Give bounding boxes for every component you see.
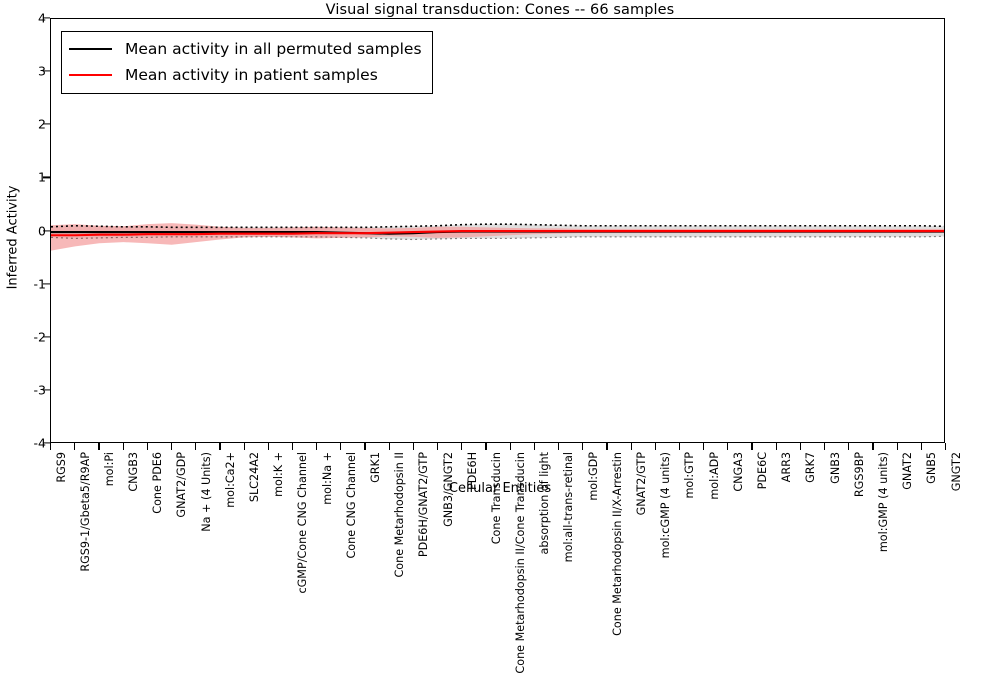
x-tick-label: GRK1 (368, 452, 382, 483)
x-tick-mark (509, 443, 511, 450)
y-tick-mark (43, 176, 50, 178)
y-tick-label: 3 (6, 64, 46, 79)
patient-mean-line (51, 229, 944, 237)
y-tick-mark (43, 70, 50, 72)
x-tick-mark (412, 443, 415, 450)
x-tick-label: ARR3 (780, 452, 794, 483)
legend-label: Mean activity in patient samples (125, 66, 378, 84)
x-tick-mark (654, 443, 656, 450)
x-tick-label: PDE6H/GNAT2/GTP (417, 452, 431, 558)
x-tick-mark (219, 443, 221, 450)
x-tick-mark (703, 443, 705, 450)
legend-item[interactable]: Mean activity in patient samples (69, 62, 422, 88)
x-tick-mark (630, 443, 632, 450)
x-tick-mark (872, 443, 874, 450)
x-tick-mark (122, 443, 124, 450)
x-tick-label: Cone Metarhodopsin II/X-Arrestin (610, 452, 624, 636)
x-tick-label: Cone CNG Channel (344, 452, 358, 559)
x-tick-mark (243, 443, 245, 450)
x-tick-mark (775, 443, 777, 450)
patient-confidence-band (51, 223, 944, 251)
legend-label: Mean activity in all permuted samples (125, 40, 422, 58)
legend-line-swatch (69, 74, 112, 76)
x-tick-label: mol:Ca2+ (223, 452, 237, 508)
x-tick-label: GRK7 (804, 452, 818, 483)
x-tick-label: Cone Metarhodopsin II (393, 452, 407, 578)
y-tick-label: -3 (33, 382, 46, 398)
x-tick-mark (848, 443, 850, 450)
x-tick-mark (364, 443, 366, 450)
x-tick-mark (582, 443, 584, 450)
x-tick-mark (799, 443, 802, 450)
y-tick-label: -2 (33, 329, 46, 345)
x-tick-mark (485, 443, 487, 450)
y-tick-label: 4 (6, 11, 46, 26)
legend-item[interactable]: Mean activity in all permuted samples (69, 36, 422, 62)
x-tick-label: Cone Transducin (489, 452, 503, 545)
x-tick-mark (557, 443, 560, 450)
x-tick-label: mol:cGMP (4 units) (659, 452, 673, 559)
x-tick-mark (920, 443, 922, 450)
x-tick-mark (388, 443, 390, 450)
x-tick-mark (74, 443, 76, 450)
chart-title: Visual signal transduction: Cones -- 66 … (325, 2, 675, 18)
x-tick-mark (195, 443, 197, 450)
y-tick-label: -1 (33, 276, 46, 292)
x-tick-mark (533, 443, 535, 450)
y-tick-label: 0 (6, 223, 46, 238)
chart-figure: Visual signal transduction: Cones -- 66 … (5, 2, 963, 674)
y-tick-label: 1 (6, 170, 46, 185)
x-tick-mark (316, 443, 318, 450)
x-tick-label: GNB3 (828, 452, 842, 484)
x-tick-label: RGS9 (54, 452, 68, 483)
x-tick-mark (461, 443, 463, 450)
x-tick-mark (751, 443, 753, 450)
plot-canvas (51, 223, 944, 251)
y-tick-mark (43, 283, 50, 285)
x-tick-label: mol:Na + (320, 452, 334, 505)
x-tick-mark (727, 443, 729, 450)
x-tick-label: RGS9-1/Gbeta5/R9AP (78, 452, 92, 572)
x-tick-mark (170, 443, 173, 450)
x-tick-label: absorption of light (538, 452, 552, 555)
x-tick-label: mol:GMP (4 units) (876, 452, 890, 553)
y-tick-mark (43, 336, 50, 338)
x-tick-mark (896, 443, 898, 450)
x-tick-label: GNB5 (925, 452, 939, 484)
x-tick-mark (678, 443, 681, 450)
permuted-band-lower-line (51, 235, 944, 241)
x-tick-mark (340, 443, 342, 450)
y-tick-mark (43, 17, 50, 19)
y-tick-mark (43, 389, 50, 391)
x-tick-mark (945, 443, 947, 450)
y-tick-label: -4 (33, 435, 46, 451)
y-tick-label: 2 (6, 117, 46, 132)
x-tick-mark (606, 443, 608, 450)
y-tick-mark (43, 123, 50, 125)
x-tick-mark (50, 443, 52, 450)
x-tick-mark (437, 443, 439, 450)
y-tick-mark (43, 229, 50, 232)
x-tick-label: mol:all-trans-retinal (562, 452, 576, 563)
x-tick-mark (267, 443, 269, 450)
x-tick-mark (146, 443, 148, 450)
x-tick-mark (98, 443, 100, 450)
x-axis-label: Cellular Entities (448, 481, 552, 496)
y-tick-mark (43, 442, 50, 444)
x-tick-mark (291, 443, 294, 450)
x-tick-mark (824, 443, 826, 450)
permuted-band-upper-line (51, 223, 944, 229)
legend-line-swatch (69, 48, 112, 50)
x-tick-label: cGMP/Cone CNG Channel (296, 452, 310, 594)
